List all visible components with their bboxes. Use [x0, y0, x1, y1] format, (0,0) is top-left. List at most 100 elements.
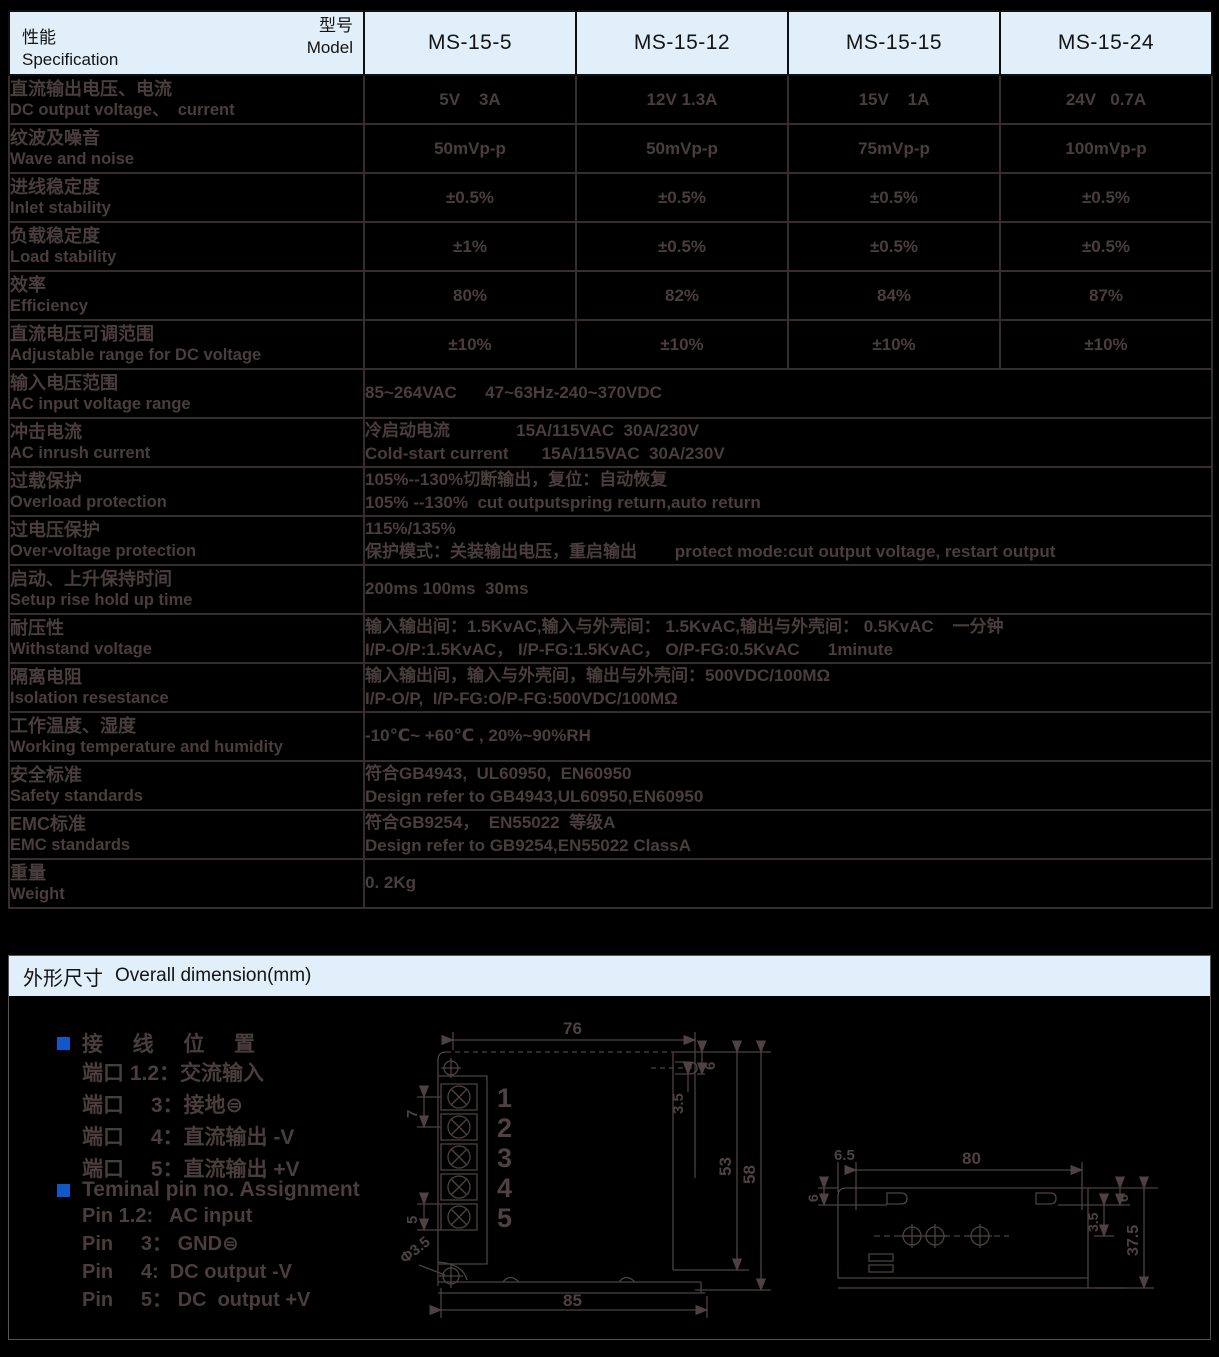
terminal-block	[441, 1084, 477, 1230]
dimension-title-en: Overall dimension(mm)	[115, 965, 312, 986]
dim-5: 5	[404, 1216, 421, 1224]
cell-value: 100mVp-p	[999, 123, 1213, 174]
terminal-number-5: 5	[497, 1203, 512, 1233]
cell-value: 75mVp-p	[787, 123, 1001, 174]
corner-spec-label: 性能 Specification	[22, 27, 119, 69]
blue-square-bullet-icon	[57, 1036, 70, 1050]
cell-value: 24V 0.7A	[999, 74, 1213, 125]
cell-value: 15V 1A	[787, 74, 1001, 125]
terminal-number-1: 1	[497, 1083, 512, 1113]
model-header: MS-15-24	[999, 10, 1213, 76]
merged-cell-value: 85~264VAC 47~63Hz-240~370VDC	[363, 368, 1213, 419]
merged-cell-value: 200ms 100ms 30ms	[363, 564, 1213, 615]
dim-left-6: 6	[805, 1194, 821, 1202]
merged-cell-value: -10℃~ +60℃ , 20%~90%RH	[363, 711, 1213, 762]
dim-6.5: 6.5	[834, 1147, 855, 1164]
header-row: 型号 Model 性能 Specification MS-15-5 MS-15-…	[8, 10, 1213, 76]
blue-square-bullet-icon	[57, 1183, 70, 1197]
model-header: MS-15-12	[575, 10, 789, 76]
merged-cell-value: 0. 2Kg	[363, 858, 1213, 909]
dim-3.5: 3.5	[670, 1093, 687, 1114]
dim-37.5: 37.5	[1125, 1225, 1142, 1256]
cell-value: ±0.5%	[575, 221, 789, 272]
cell-value: ±0.5%	[363, 172, 577, 223]
side-view-drawing: 6.5 80 6 6 3.5 37.5	[805, 1147, 1194, 1290]
cell-value: 5V 3A	[363, 74, 577, 125]
model-header: MS-15-15	[787, 10, 1001, 76]
cell-value: ±0.5%	[575, 172, 789, 223]
cell-value: 84%	[787, 270, 1001, 321]
cell-value: ±0.5%	[787, 221, 1001, 272]
dim-3.5: 3.5	[1085, 1212, 1101, 1232]
dim-85: 85	[563, 1291, 582, 1310]
pin-line: Pin 1.2: AC input	[82, 1205, 253, 1227]
pin-line: 端口 3：接地⊜	[82, 1094, 244, 1117]
dim-hole-dia: Φ3.5	[397, 1233, 434, 1267]
pin-line: Pin 3： GND⊜	[82, 1233, 239, 1255]
front-view-drawing: 76 6 3.5 53 58 1 2 3	[397, 1019, 805, 1328]
merged-cell-value: 115%/135%保护模式：关装输出电压，重启输出 protect mode:c…	[363, 515, 1213, 566]
pin-line: 端口 1.2：交流输入	[82, 1062, 265, 1085]
cell-value: 80%	[363, 270, 577, 321]
terminal-position-list-zh: 接 线 位 置 端口 1.2：交流输入 端口 3：接地⊜ 端口 4：直流输出 -…	[57, 1028, 300, 1186]
dim-6: 6	[702, 1062, 719, 1070]
pin-line: 端口 4：直流输出 -V	[82, 1126, 295, 1149]
dim-80: 80	[962, 1149, 981, 1168]
cell-value: 87%	[999, 270, 1213, 321]
pin-list-title-en: Teminal pin no. Assignment	[82, 1178, 360, 1201]
cell-value: ±10%	[575, 319, 789, 370]
cell-value: 12V 1.3A	[575, 74, 789, 125]
cell-value: ±10%	[363, 319, 577, 370]
dim-7: 7	[404, 1110, 421, 1118]
dim-76: 76	[563, 1019, 582, 1038]
spec-table: 型号 Model 性能 Specification MS-15-5 MS-15-…	[8, 10, 1213, 909]
pin-line: Pin 5： DC output +V	[82, 1289, 311, 1311]
cell-value: ±10%	[999, 319, 1213, 370]
pin-line: Pin 4: DC output -V	[82, 1261, 292, 1283]
cell-value: 82%	[575, 270, 789, 321]
terminal-number-4: 4	[497, 1173, 512, 1203]
terminal-number-2: 2	[497, 1113, 512, 1143]
cell-value: 50mVp-p	[575, 123, 789, 174]
dim-right-6: 6	[1115, 1194, 1131, 1202]
dimension-section-header: 外形尺寸 Overall dimension(mm)	[9, 956, 1210, 996]
cell-value: ±0.5%	[787, 172, 1001, 223]
pin-list-title-zh: 接 线 位 置	[82, 1033, 262, 1056]
terminal-pin-assignment-en: Teminal pin no. Assignment Pin 1.2: AC i…	[57, 1178, 360, 1314]
cell-value: ±0.5%	[999, 221, 1213, 272]
pin-line: 端口 5：直流输出 +V	[82, 1158, 300, 1181]
cell-value: ±10%	[787, 319, 1001, 370]
